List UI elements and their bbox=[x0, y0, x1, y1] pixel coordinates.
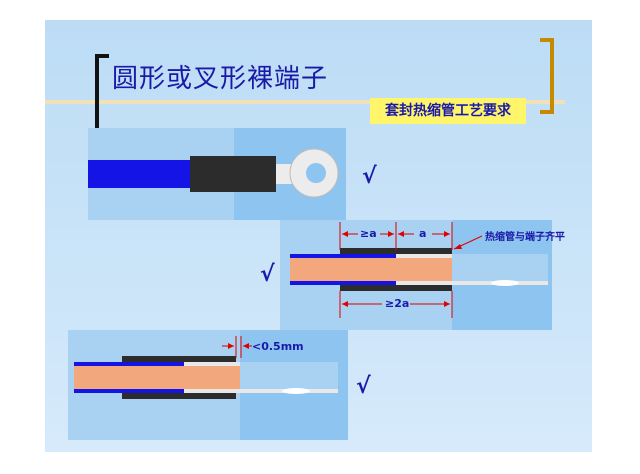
title-underline bbox=[45, 100, 565, 104]
label-ge-2a: ≥2a bbox=[385, 297, 410, 310]
check-icon-top: √ bbox=[362, 164, 377, 189]
label-flush-note: 热缩管与端子齐平 bbox=[485, 232, 565, 243]
heat-shrink-top bbox=[190, 156, 276, 192]
ring-hole bbox=[306, 163, 326, 183]
check-icon-bottom: √ bbox=[356, 374, 371, 399]
panel-bottom bbox=[68, 330, 348, 440]
subtitle-badge: 套封热缩管工艺要求 bbox=[370, 98, 526, 124]
label-a: a bbox=[419, 227, 427, 240]
wire-insulation-top bbox=[88, 160, 190, 188]
page-title: 圆形或叉形裸端子 bbox=[112, 64, 329, 94]
panel-top bbox=[88, 128, 346, 220]
label-lt-05mm: <0.5mm bbox=[252, 340, 304, 353]
panel-middle bbox=[280, 220, 552, 330]
check-icon-middle: √ bbox=[260, 262, 275, 287]
label-ge-a: ≥a bbox=[360, 227, 377, 240]
right-bracket bbox=[540, 38, 554, 114]
